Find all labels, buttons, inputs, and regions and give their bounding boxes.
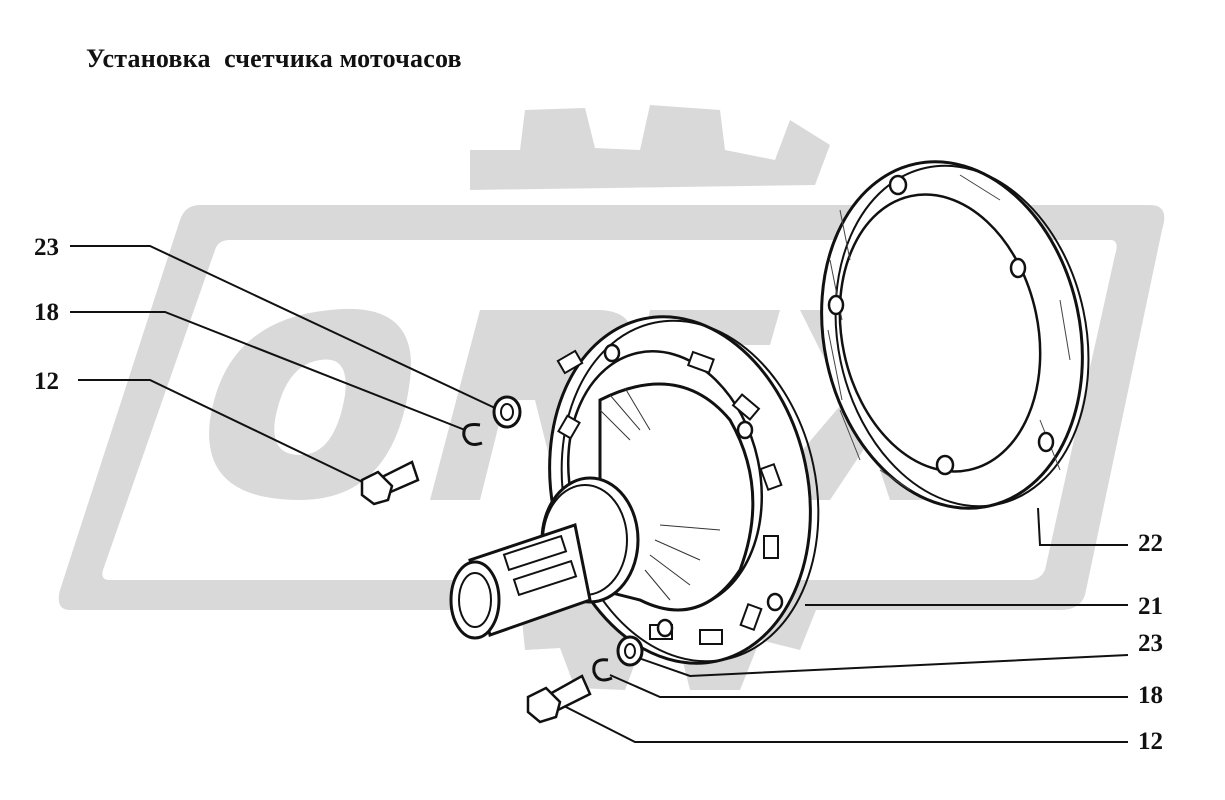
callout-left-12: 12 bbox=[34, 368, 59, 395]
leader-line-18-left bbox=[70, 311, 466, 431]
callout-right-12: 12 bbox=[1138, 728, 1163, 755]
leader-line-22-right bbox=[1037, 507, 1128, 546]
gasket-ring-icon bbox=[820, 160, 1090, 510]
diagram-title: Установка счетчика моточасов bbox=[86, 44, 462, 73]
spring-washer-icon bbox=[592, 658, 613, 682]
leader-line-12-left bbox=[78, 379, 376, 489]
counter-housing-icon bbox=[449, 315, 820, 665]
leader-line-18-right bbox=[609, 674, 1128, 698]
leader-line-23-right bbox=[629, 654, 1129, 678]
leader-lines bbox=[70, 245, 1129, 743]
callout-left-18: 18 bbox=[34, 299, 59, 326]
callout-right-18: 18 bbox=[1138, 682, 1163, 709]
flat-washer-icon bbox=[616, 635, 644, 667]
watermark-frame bbox=[58, 205, 1165, 610]
bolt-icon bbox=[526, 674, 592, 724]
spring-washer-icon bbox=[462, 423, 483, 446]
callout-right-21: 21 bbox=[1138, 593, 1163, 620]
leader-line-23-left bbox=[70, 245, 496, 409]
callout-right-23: 23 bbox=[1138, 630, 1163, 657]
leader-line-12-right bbox=[561, 704, 1128, 743]
callout-right-22: 22 bbox=[1138, 530, 1163, 557]
watermark-gear-icon bbox=[470, 105, 830, 190]
callout-left-23: 23 bbox=[34, 234, 59, 261]
flat-washer-icon bbox=[492, 395, 522, 429]
watermark-letter-o bbox=[209, 308, 411, 500]
bolt-icon bbox=[360, 460, 420, 506]
